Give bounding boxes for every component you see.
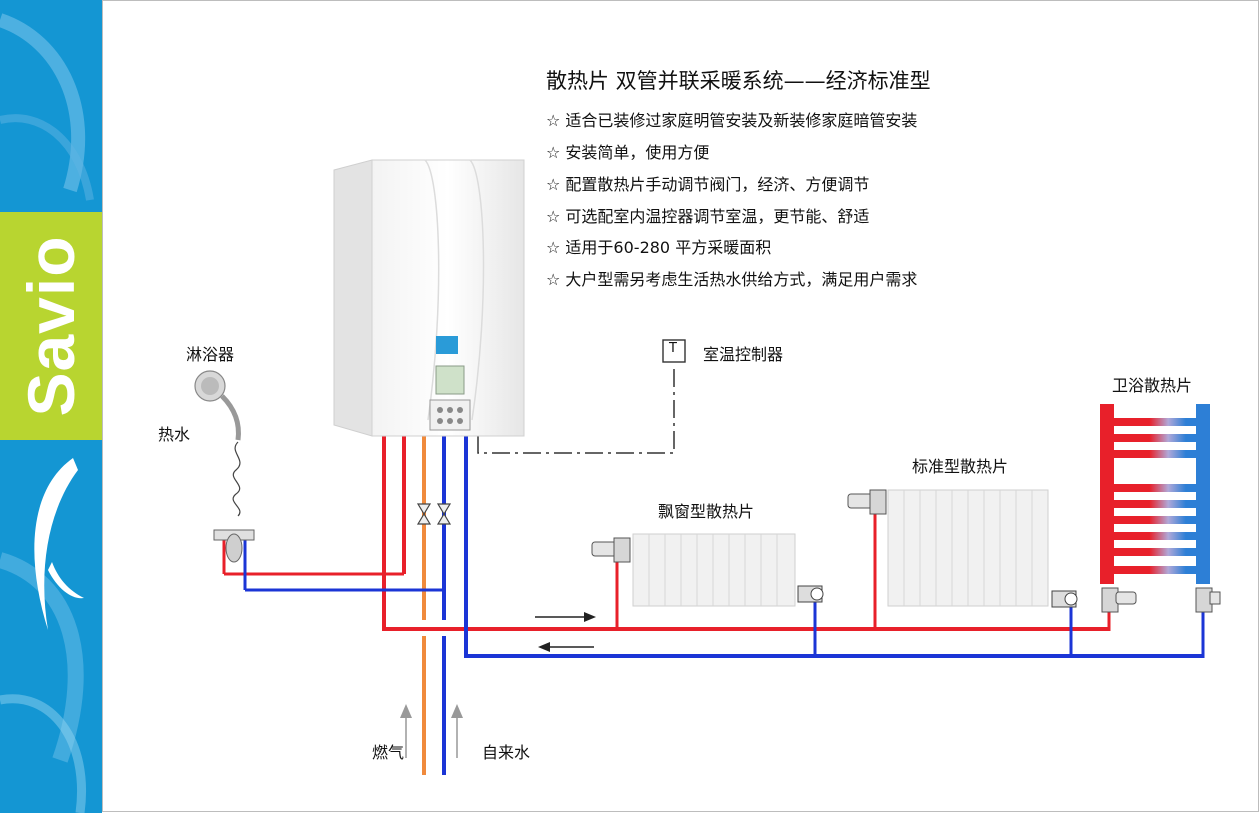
feature-item: ☆ 可选配室内温控器调节室温，更节能、舒适 <box>546 207 870 226</box>
domestic-hot-water-pipe <box>222 436 406 576</box>
content-frame <box>102 0 1259 812</box>
water-inflow-arrow-icon <box>451 704 463 758</box>
hot-supply-pipe <box>382 436 1111 631</box>
page-title: 散热片 双管并联采暖系统——经济标准型 <box>546 69 931 93</box>
gas-label: 燃气 <box>372 743 405 762</box>
sidebar: Savio <box>0 0 102 813</box>
feature-item: ☆ 安装简单，使用方便 <box>546 143 710 162</box>
feature-item: ☆ 大户型需另考虑生活热水供给方式，满足用户需求 <box>546 270 918 289</box>
bay-radiator-label: 飘窗型散热片 <box>658 502 755 521</box>
heating-return-pipe <box>464 436 1205 658</box>
manual-valve-icon <box>591 537 631 563</box>
thermostat-label: 室温控制器 <box>703 345 784 364</box>
brand-box <box>0 212 102 440</box>
supply-flow-arrow-icon <box>535 612 596 622</box>
bay-window-radiator <box>632 533 796 607</box>
return-flow-arrow-icon <box>538 642 594 652</box>
lockshield-valve-icon <box>797 585 824 603</box>
boiler <box>333 159 525 437</box>
feature-item: ☆ 适用于60-280 平方采暖面积 <box>546 238 772 257</box>
manual-valve-icon <box>1101 587 1137 613</box>
thermostat-symbol: T <box>669 341 677 356</box>
hot-water-label: 热水 <box>158 425 191 444</box>
wave-logo-icon <box>34 458 84 630</box>
feature-item: ☆ 配置散热片手动调节阀门，经济、方便调节 <box>546 175 870 194</box>
thermostat-icon <box>662 339 686 363</box>
mixing-valve-icon <box>213 529 255 563</box>
standard-radiator-label: 标准型散热片 <box>912 457 1009 476</box>
standard-radiator <box>887 489 1049 607</box>
shower-label: 淋浴器 <box>186 345 235 364</box>
feature-item: ☆ 适合已装修过家庭明管安装及新装修家庭暗管安装 <box>546 111 918 130</box>
manual-valve-icon <box>847 489 887 515</box>
domestic-cold-water-pipe <box>243 540 444 592</box>
bathroom-towel-radiator <box>1100 404 1210 584</box>
lockshield-valve-icon <box>1051 590 1078 608</box>
shower-head-icon <box>194 370 241 517</box>
tap-water-label: 自来水 <box>482 743 531 762</box>
gas-valve-icon <box>416 503 452 525</box>
lockshield-valve-icon <box>1195 587 1221 613</box>
gas-inflow-arrow-icon <box>400 704 412 758</box>
bathroom-radiator-label: 卫浴散热片 <box>1112 376 1193 395</box>
sidebar-decoration <box>0 13 94 813</box>
thermostat-control-line <box>477 364 675 454</box>
